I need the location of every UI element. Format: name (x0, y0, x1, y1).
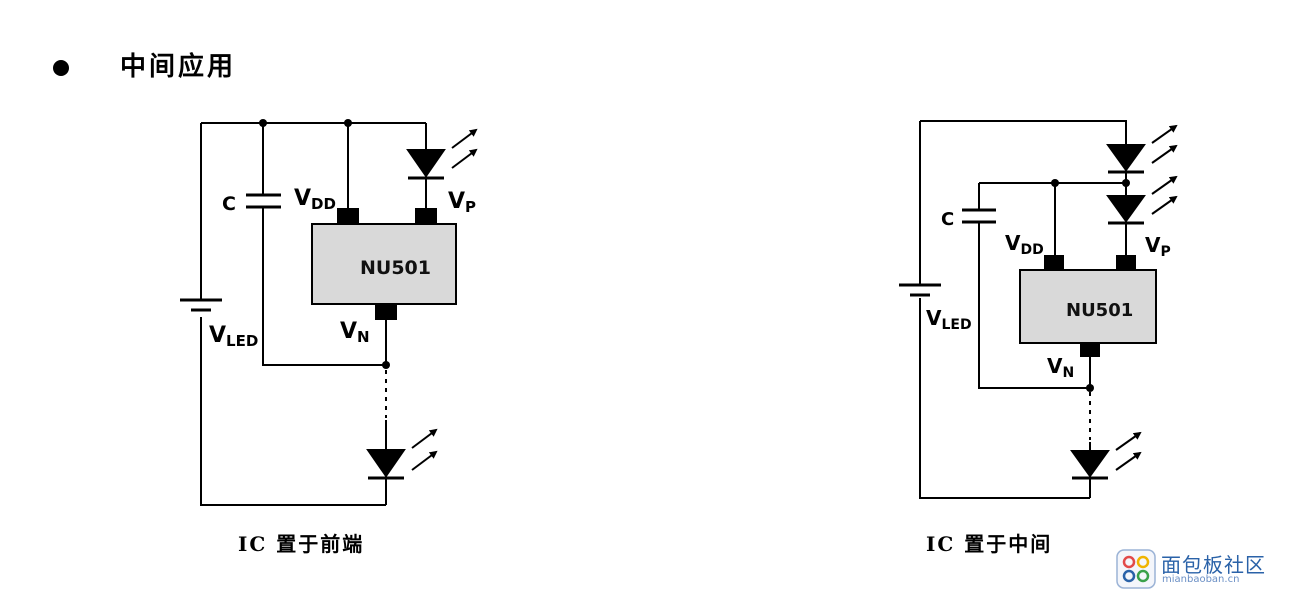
chip-label: NU501 (1066, 300, 1133, 321)
wire (200, 123, 386, 506)
caption-ic-middle: IC 置于中间 (926, 532, 1053, 556)
wire (919, 121, 1090, 499)
watermark-url: mianbaoban.cn (1162, 574, 1240, 585)
caption-ic-front: IC 置于前端 (238, 532, 365, 556)
junction-dot (259, 119, 267, 127)
capacitor-label: C (222, 193, 236, 215)
led-icon (1106, 124, 1178, 174)
logo-icon (1116, 549, 1156, 589)
circuit-ic-front (180, 119, 478, 506)
vdd-label: VDD (294, 186, 336, 213)
vled-label: VLED (926, 306, 972, 333)
chip-label: NU501 (360, 257, 431, 279)
led-icon (1070, 431, 1142, 480)
vn-label: VN (340, 319, 370, 346)
watermark-text: 面包板社区 (1161, 553, 1266, 577)
chip-pin (1044, 255, 1064, 270)
led-icon (1106, 175, 1178, 225)
wire (262, 123, 386, 366)
chip-pin (415, 208, 437, 224)
chip-pin (1116, 255, 1136, 270)
chip-pin (375, 304, 397, 320)
junction-dot (344, 119, 352, 127)
capacitor-label: C (941, 209, 954, 230)
vp-label: VP (448, 189, 476, 216)
chip-body (311, 223, 457, 305)
wire (201, 122, 427, 150)
vp-label: VP (1145, 233, 1171, 260)
vled-label: VLED (209, 323, 258, 350)
junction-dot (1122, 179, 1130, 187)
junction-dot (1051, 179, 1059, 187)
circuit-ic-middle (899, 120, 1178, 499)
led-icon (406, 128, 478, 180)
led-icon (366, 428, 438, 480)
page-title: 中间应用 (120, 52, 237, 82)
chip-body (1019, 269, 1157, 344)
bullet-icon (53, 60, 69, 76)
junction-dot (382, 361, 390, 369)
vdd-label: VDD (1005, 231, 1044, 258)
chip-pin (1080, 343, 1100, 357)
wire (920, 120, 1127, 145)
watermark-logo: 面包板社区 mianbaoban.cn (1116, 547, 1286, 591)
chip-pin (337, 208, 359, 224)
vn-label: VN (1047, 354, 1074, 381)
junction-dot (1086, 384, 1094, 392)
